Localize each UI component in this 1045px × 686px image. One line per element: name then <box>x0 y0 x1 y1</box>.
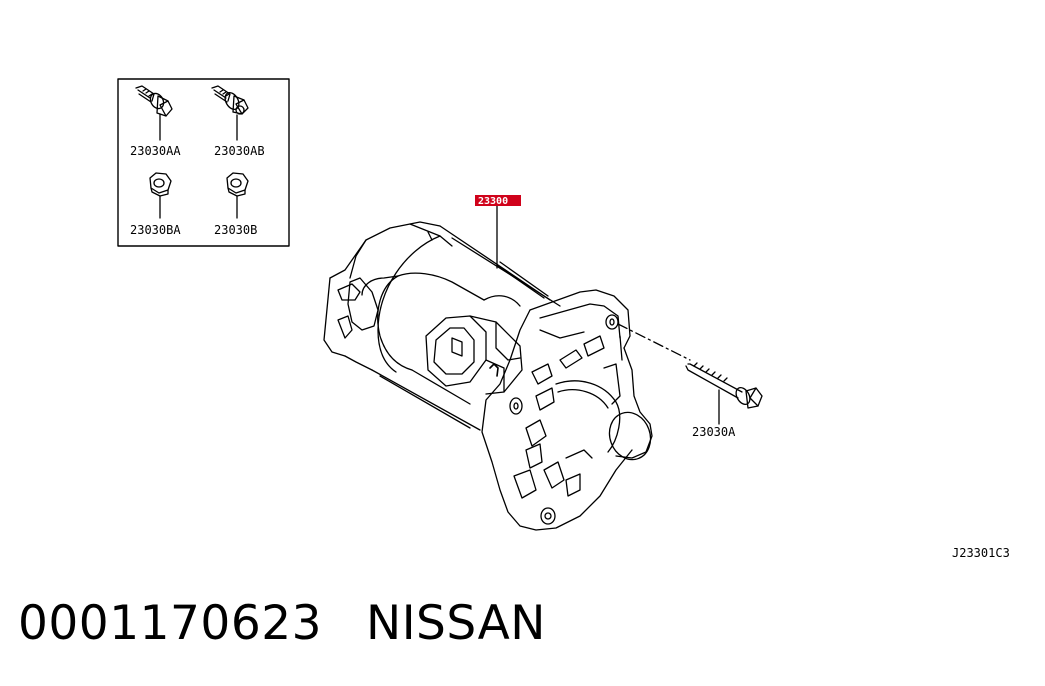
flange-bolt-washer-icon <box>211 85 249 141</box>
label-23030BA: 23030BA <box>130 223 181 237</box>
caption-part-number: 0001170623 <box>18 596 323 651</box>
label-23030B: 23030B <box>214 223 257 237</box>
main-part-label-badge: 23300 <box>475 195 521 207</box>
flange-bolt-icon <box>135 85 173 141</box>
starter-motor <box>323 221 653 531</box>
label-23030AB: 23030AB <box>214 144 265 158</box>
drawing-code: J23301C3 <box>952 546 1010 560</box>
label-23030AA: 23030AA <box>130 144 181 158</box>
bottom-caption: 0001170623 NISSAN <box>18 596 546 651</box>
long-mounting-bolt-icon <box>685 362 763 425</box>
main-part-label: 23300 <box>478 196 508 207</box>
hardware-inset-box: 23030AA 23030AB 23030BA <box>117 78 290 247</box>
flange-nut-icon <box>149 172 172 219</box>
label-23030A: 23030A <box>692 425 736 439</box>
bolt-alignment-line <box>617 323 691 361</box>
flange-nut-icon <box>226 172 249 219</box>
caption-brand: NISSAN <box>366 596 546 651</box>
